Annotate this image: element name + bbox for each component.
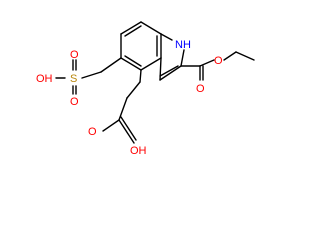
ester-ether-oxygen-label: O: [214, 55, 223, 67]
sulfonylmethyl-group: [55, 57, 122, 95]
structure-canvas: NH O O S O O OH O OH: [36, 21, 255, 157]
pyrrole-ring: [159, 33, 185, 81]
chemical-structure: NH O O S O O OH O OH: [36, 21, 255, 157]
ester-carbonyl-oxygen-label: O: [196, 83, 205, 95]
nh-label: NH: [175, 39, 191, 51]
ethyl-ester-group: [180, 51, 255, 81]
propanoic-acid-chain: [102, 69, 142, 144]
sulfonyl-oxygen-bottom-label: O: [70, 96, 79, 108]
acid-hydroxyl-label: OH: [130, 145, 147, 157]
acid-carbonyl-oxygen-label: O: [88, 126, 97, 138]
sulfonic-hydroxyl-label: OH: [36, 73, 53, 85]
benzene-ring: [120, 21, 162, 71]
sulfonyl-oxygen-top-label: O: [70, 49, 79, 61]
sulfur-label: S: [70, 73, 77, 85]
